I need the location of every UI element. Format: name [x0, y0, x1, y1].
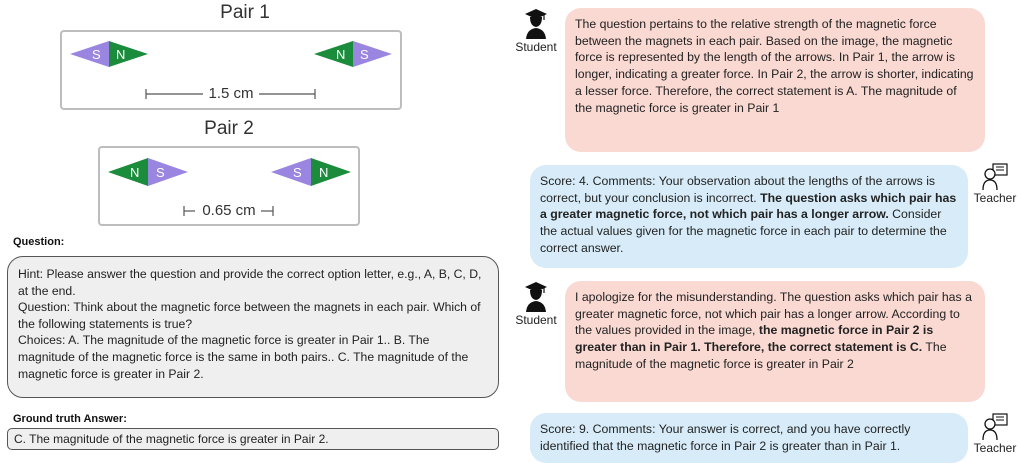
question-box: Hint: Please answer the question and pro… — [7, 256, 499, 398]
pair2-right-magnet: S N — [271, 158, 351, 186]
student-message-2-text-end: The magnitude of the magnetic force is g… — [575, 340, 947, 371]
teacher-message-1-bold: The question asks which pair has a great… — [540, 190, 957, 222]
pair1-distance-label: 1.5 cm — [208, 85, 254, 102]
pair1-frame — [60, 30, 402, 110]
teacher-message-1-text-end: Consider the actual values given for the… — [540, 207, 947, 255]
teacher-message-1-text: Score: 4. Comments: Your observation abo… — [540, 174, 936, 205]
student-label: Student — [515, 313, 557, 327]
ground-truth-heading: Ground truth Answer: — [13, 413, 127, 425]
magnet-pole-label: N — [116, 47, 125, 62]
pair2-distance-label: 0.65 cm — [202, 202, 256, 219]
student-label: Student — [515, 40, 557, 54]
magnet-pole-label: N — [130, 165, 139, 180]
student-message-2-text: I apologize for the misunderstanding. Th… — [575, 290, 972, 338]
teacher-message-1: Score: 4. Comments: Your observation abo… — [530, 165, 968, 268]
pair1-left-magnet: S N — [70, 41, 148, 67]
magnet-pole-label: S — [293, 165, 302, 180]
magnet-pole-label: S — [92, 47, 101, 62]
pair2-frame — [98, 146, 360, 226]
teacher-icon — [982, 413, 1008, 441]
student-message-1-text: The question pertains to the relative st… — [575, 17, 974, 115]
magnet-pole-label: S — [156, 165, 165, 180]
pair2-left-magnet: N S — [108, 158, 188, 186]
student-icon — [525, 282, 547, 312]
pair1-distance-line — [145, 89, 316, 99]
ground-truth-box: C. The magnitude of the magnetic force i… — [7, 428, 499, 450]
teacher-message-2-text: Score: 9. Comments: Your answer is corre… — [540, 422, 911, 453]
teacher-label: Teacher — [973, 191, 1017, 205]
teacher-icon — [982, 163, 1008, 191]
student-message-1: The question pertains to the relative st… — [565, 8, 985, 152]
student-icon — [525, 9, 547, 39]
pair2-distance-line — [183, 206, 274, 216]
pair1-title: Pair 1 — [220, 2, 270, 23]
pair1-right-magnet: N S — [314, 41, 392, 67]
magnet-pole-label: N — [336, 47, 345, 62]
pair2-title: Pair 2 — [204, 118, 254, 139]
teacher-label: Teacher — [973, 441, 1017, 455]
magnet-pole-label: N — [319, 165, 328, 180]
student-message-2: I apologize for the misunderstanding. Th… — [565, 281, 985, 402]
question-text: Hint: Please answer the question and pro… — [18, 267, 482, 381]
teacher-message-2: Score: 9. Comments: Your answer is corre… — [530, 413, 968, 463]
question-heading: Question: — [13, 236, 65, 248]
student-message-2-bold: the magnetic force in Pair 2 is greater … — [575, 323, 934, 355]
ground-truth-text: C. The magnitude of the magnetic force i… — [14, 432, 329, 446]
magnet-pole-label: S — [360, 47, 369, 62]
